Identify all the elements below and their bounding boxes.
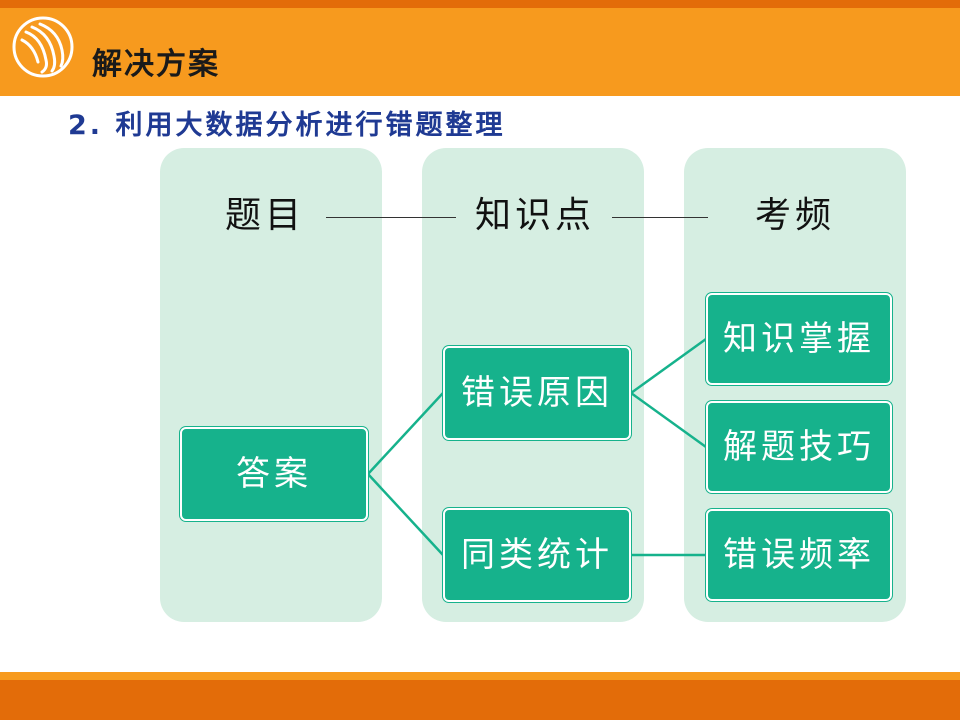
header-connector-line — [326, 217, 456, 218]
node-knowledge-mastery: 知识掌握 — [706, 293, 892, 385]
section-subtitle: 2. 利用大数据分析进行错题整理 — [68, 110, 506, 141]
column-question — [160, 148, 382, 622]
page-title: 解决方案 — [92, 47, 220, 82]
header-bar — [0, 8, 960, 96]
swirl-logo-icon — [12, 16, 74, 78]
column-header-exam-frequency: 考频 — [754, 195, 835, 236]
column-header-knowledge-point: 知识点 — [474, 195, 595, 236]
footer-accent-stripe — [0, 672, 960, 680]
node-similar-stats: 同类统计 — [443, 508, 631, 602]
header-connector-line — [612, 217, 708, 218]
column-header-question: 题目 — [224, 195, 305, 236]
node-error-frequency: 错误频率 — [706, 509, 892, 601]
node-solving-technique: 解题技巧 — [706, 401, 892, 493]
node-answer: 答案 — [180, 427, 368, 521]
node-error-cause: 错误原因 — [443, 346, 631, 440]
top-accent-stripe — [0, 0, 960, 8]
footer-bar — [0, 680, 960, 720]
